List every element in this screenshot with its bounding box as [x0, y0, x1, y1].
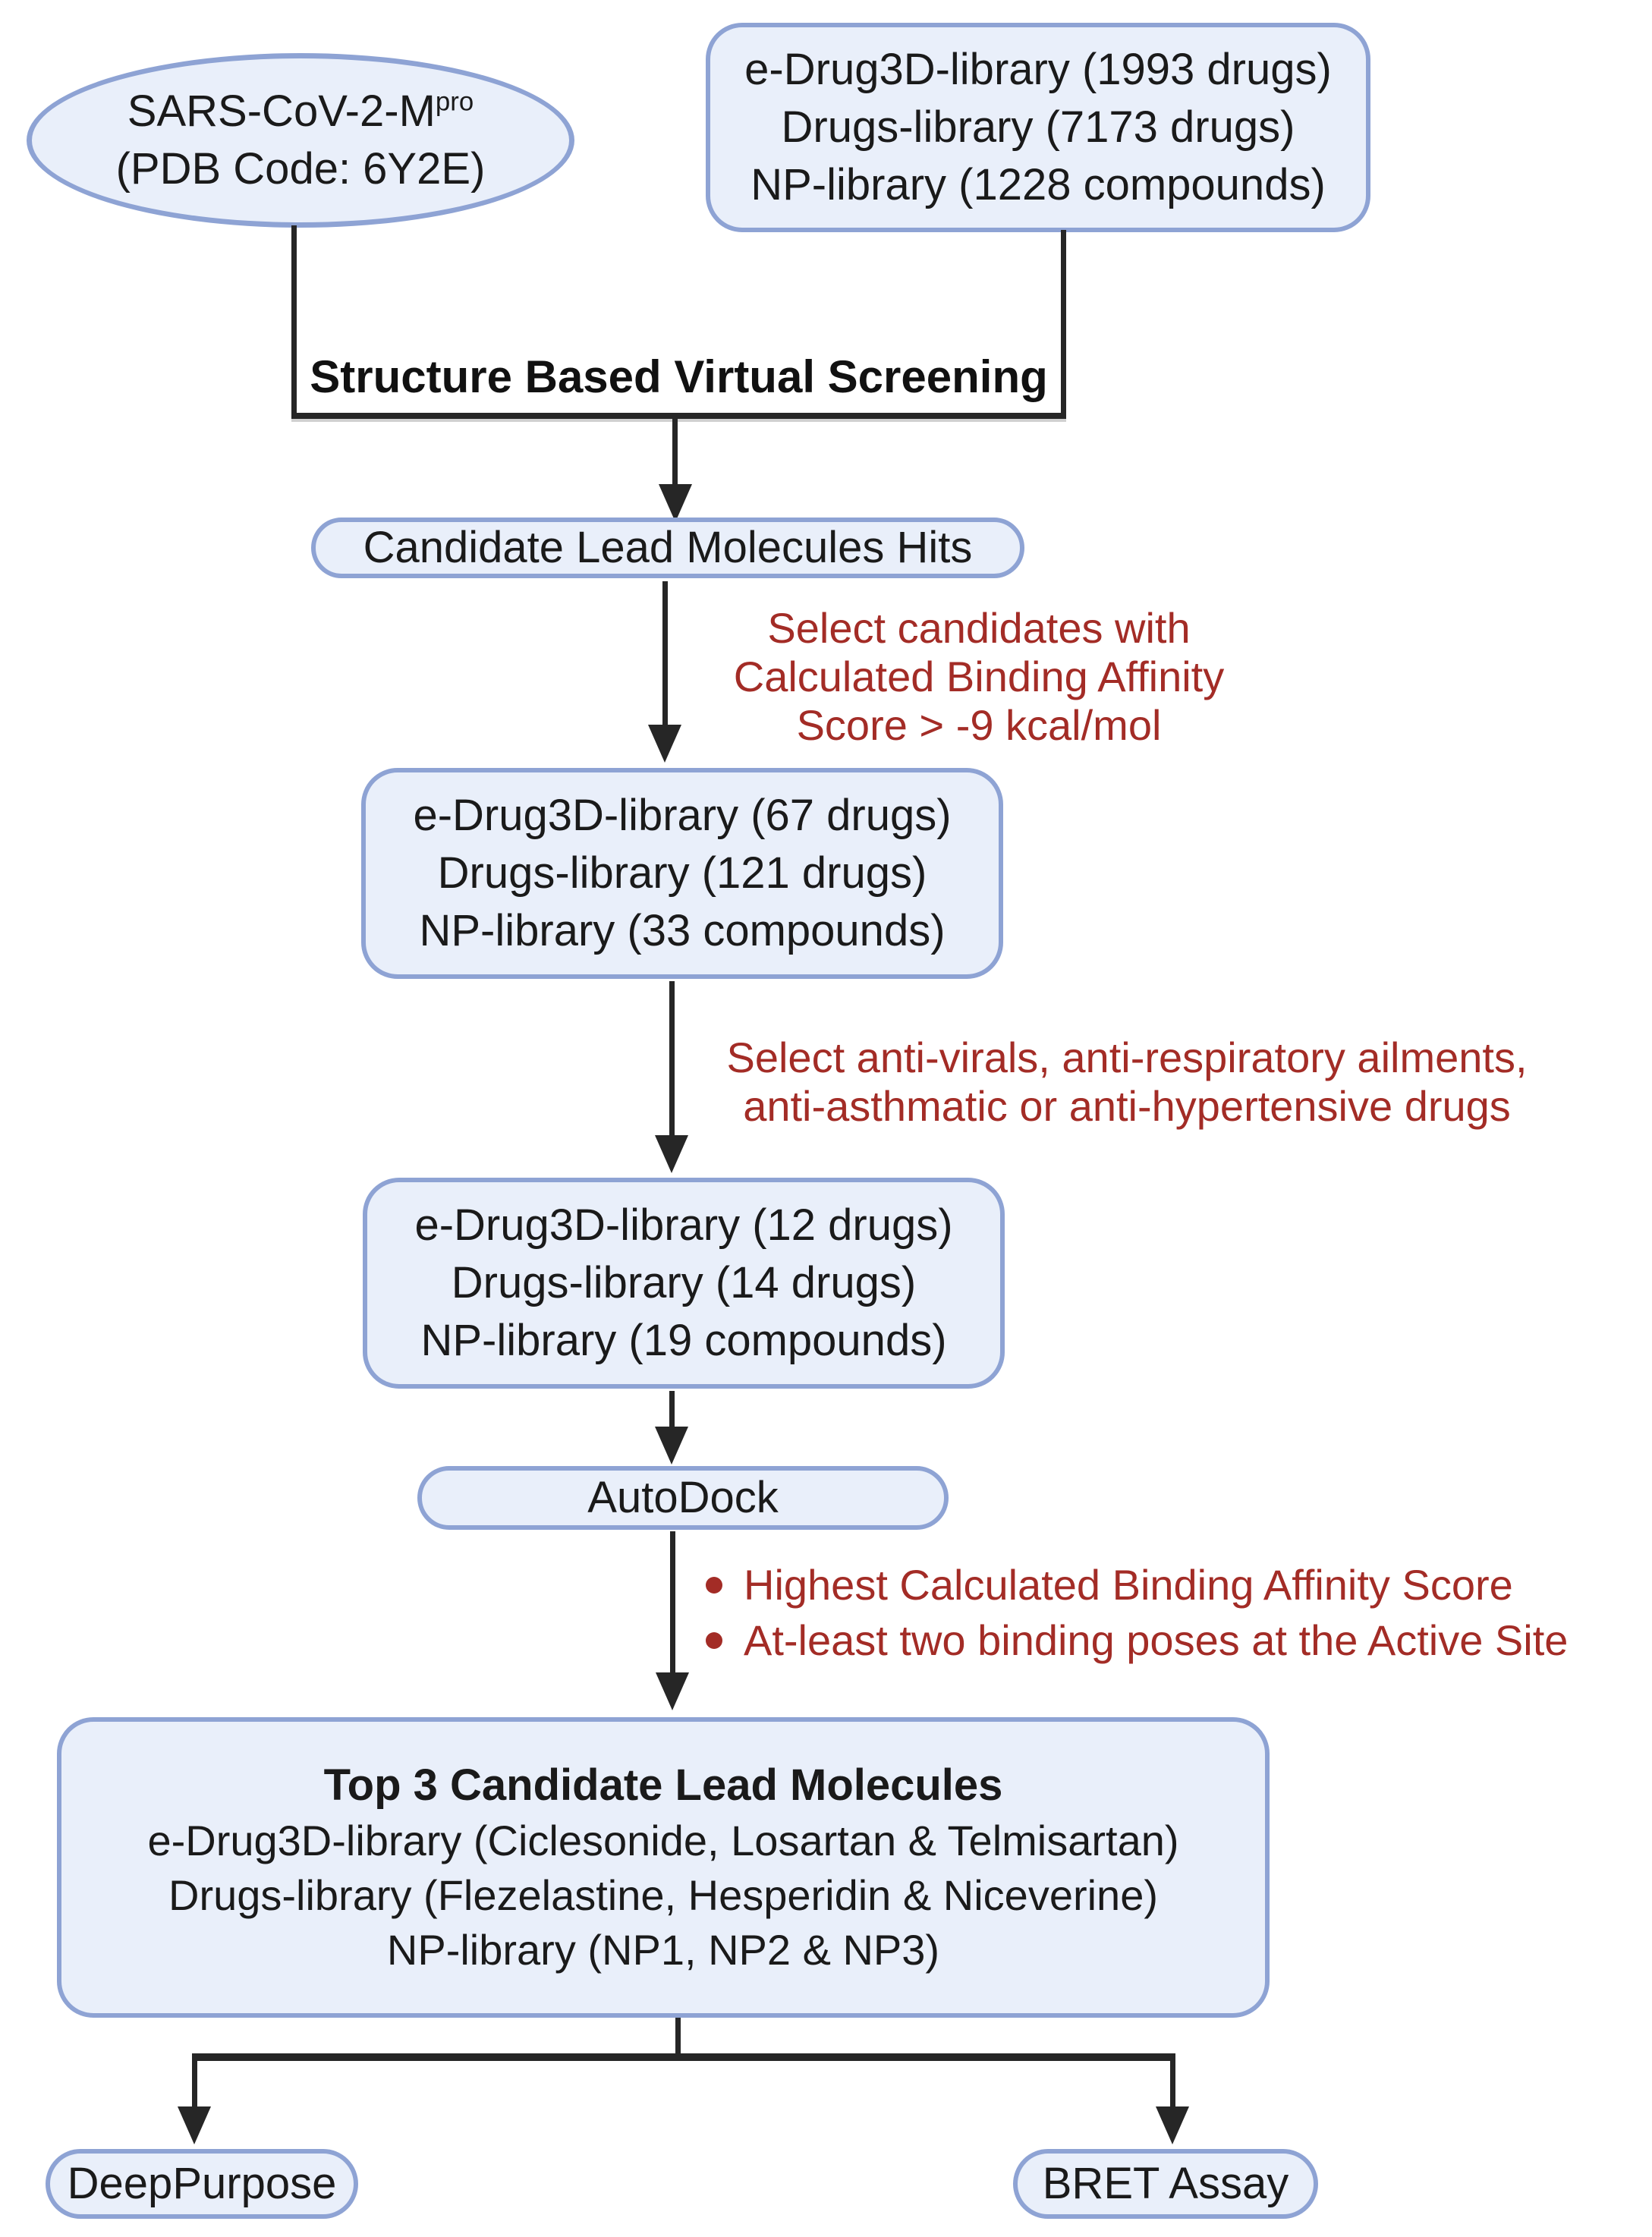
arrow-head [178, 2106, 211, 2144]
selection-criteria-annotation: Highest Calculated Binding Affinity Scor… [706, 1557, 1568, 1668]
node-deeppurpose: DeepPurpose [46, 2149, 358, 2219]
node-protein-ellipse: SARS-CoV-2-Mpro (PDB Code: 6Y2E) [27, 53, 574, 228]
top3-line: e-Drug3D-library (Ciclesonide, Losartan … [147, 1817, 1179, 1864]
node-bret-assay: BRET Assay [1013, 2149, 1318, 2219]
arrow-stem [192, 2053, 197, 2108]
connector-bottom-line [291, 413, 1066, 419]
protein-pdb-code: (PDB Code: 6Y2E) [115, 144, 486, 193]
deeppurpose-label: DeepPurpose [67, 2159, 337, 2208]
candidate-hits-label: Candidate Lead Molecules Hits [363, 523, 973, 572]
filter-affinity-line: Score > -9 kcal/mol [796, 701, 1162, 749]
criteria-text: At-least two binding poses at the Active… [744, 1616, 1569, 1664]
filter-affinity-line: Calculated Binding Affinity [733, 653, 1225, 700]
filter-class-annotation: Select anti-virals, anti-respiratory ail… [687, 1034, 1567, 1131]
bret-assay-label: BRET Assay [1042, 2159, 1289, 2208]
library-line: Drugs-library (14 drugs) [451, 1258, 917, 1307]
node-autodock: AutoDock [417, 1466, 949, 1530]
arrow-head [655, 1135, 688, 1173]
criteria-text: Highest Calculated Binding Affinity Scor… [744, 1561, 1513, 1609]
filter-affinity-line: Select candidates with [767, 604, 1191, 652]
library-line: NP-library (33 compounds) [419, 906, 946, 955]
bullet-dot [706, 1631, 722, 1649]
arrow-stem [672, 419, 678, 489]
top3-title: Top 3 Candidate Lead Molecules [323, 1760, 1003, 1810]
library-line: NP-library (1228 compounds) [750, 160, 1326, 209]
arrow-head [648, 725, 681, 763]
node-filtered-libraries-1: e-Drug3D-library (67 drugs) Drugs-librar… [361, 768, 1003, 979]
node-top3-candidates: Top 3 Candidate Lead Molecules e-Drug3D-… [57, 1717, 1270, 2018]
arrow-stem [670, 1531, 675, 1674]
arrow-head [1156, 2106, 1189, 2144]
protein-name-base: SARS-CoV-2-M [127, 87, 436, 136]
node-filtered-libraries-2: e-Drug3D-library (12 drugs) Drugs-librar… [363, 1178, 1005, 1389]
arrow-head [659, 484, 692, 522]
criteria-bullet-row: Highest Calculated Binding Affinity Scor… [706, 1557, 1568, 1612]
protein-name-superscript: pro [435, 87, 474, 117]
autodock-label: AutoDock [587, 1473, 779, 1522]
library-line: Drugs-library (7173 drugs) [781, 102, 1295, 152]
branch-stem [675, 2018, 681, 2058]
arrow-head [655, 1427, 688, 1465]
connector-left-line [291, 225, 297, 417]
screening-step-label: Structure Based Virtual Screening [310, 351, 1048, 402]
top3-line: NP-library (NP1, NP2 & NP3) [386, 1926, 940, 1974]
connector-right-line [1061, 230, 1066, 417]
node-candidate-hits: Candidate Lead Molecules Hits [311, 518, 1024, 578]
top3-line: Drugs-library (Flezelastine, Hesperidin … [168, 1871, 1158, 1919]
library-line: e-Drug3D-library (1993 drugs) [744, 45, 1332, 94]
filter-class-line: anti-asthmatic or anti-hypertensive drug… [743, 1082, 1511, 1130]
library-line: NP-library (19 compounds) [420, 1316, 947, 1365]
library-line: Drugs-library (121 drugs) [437, 848, 927, 898]
branch-horizontal-line [192, 2053, 1175, 2061]
arrow-stem [669, 1391, 675, 1429]
filter-class-line: Select anti-virals, anti-respiratory ail… [726, 1034, 1528, 1081]
filter-affinity-annotation: Select candidates with Calculated Bindin… [706, 604, 1252, 750]
node-input-libraries: e-Drug3D-library (1993 drugs) Drugs-libr… [706, 23, 1370, 232]
arrow-head [656, 1672, 689, 1710]
criteria-bullet-row: At-least two binding poses at the Active… [706, 1612, 1568, 1668]
arrow-stem [1170, 2053, 1175, 2108]
arrow-stem [662, 581, 668, 727]
protein-name: SARS-CoV-2-Mpro [127, 83, 474, 140]
arrow-stem [669, 981, 675, 1137]
bullet-dot [706, 1576, 722, 1594]
library-line: e-Drug3D-library (12 drugs) [414, 1200, 953, 1250]
library-line: e-Drug3D-library (67 drugs) [413, 791, 952, 840]
